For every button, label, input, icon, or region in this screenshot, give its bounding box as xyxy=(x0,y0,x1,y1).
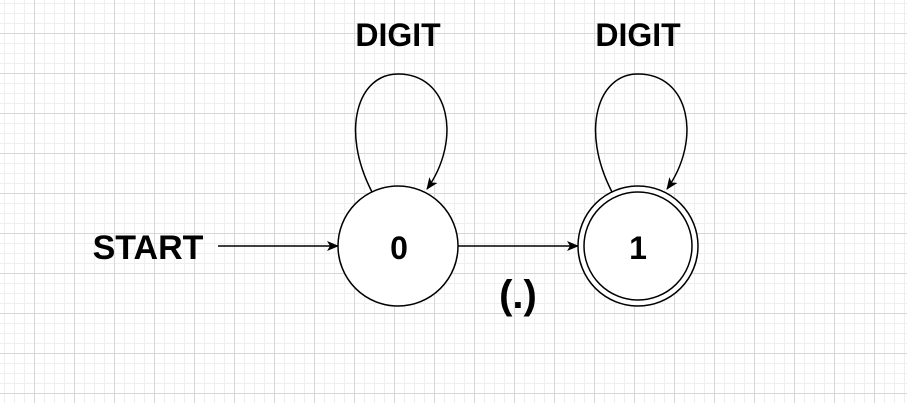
state-0-label: 0 xyxy=(390,230,408,266)
transition-0-1-label: (.) xyxy=(499,273,537,317)
start-label: START xyxy=(93,229,204,267)
state-0-loop-label: DIGIT xyxy=(355,17,441,53)
state-0-loop-arrow xyxy=(354,73,448,193)
state-1-node[interactable] xyxy=(577,185,699,307)
state-1-label: 1 xyxy=(629,230,647,266)
state-1-loop-arrow xyxy=(594,73,688,193)
state-1-loop-label: DIGIT xyxy=(595,17,681,53)
state-1-accepting-ring xyxy=(583,191,693,301)
